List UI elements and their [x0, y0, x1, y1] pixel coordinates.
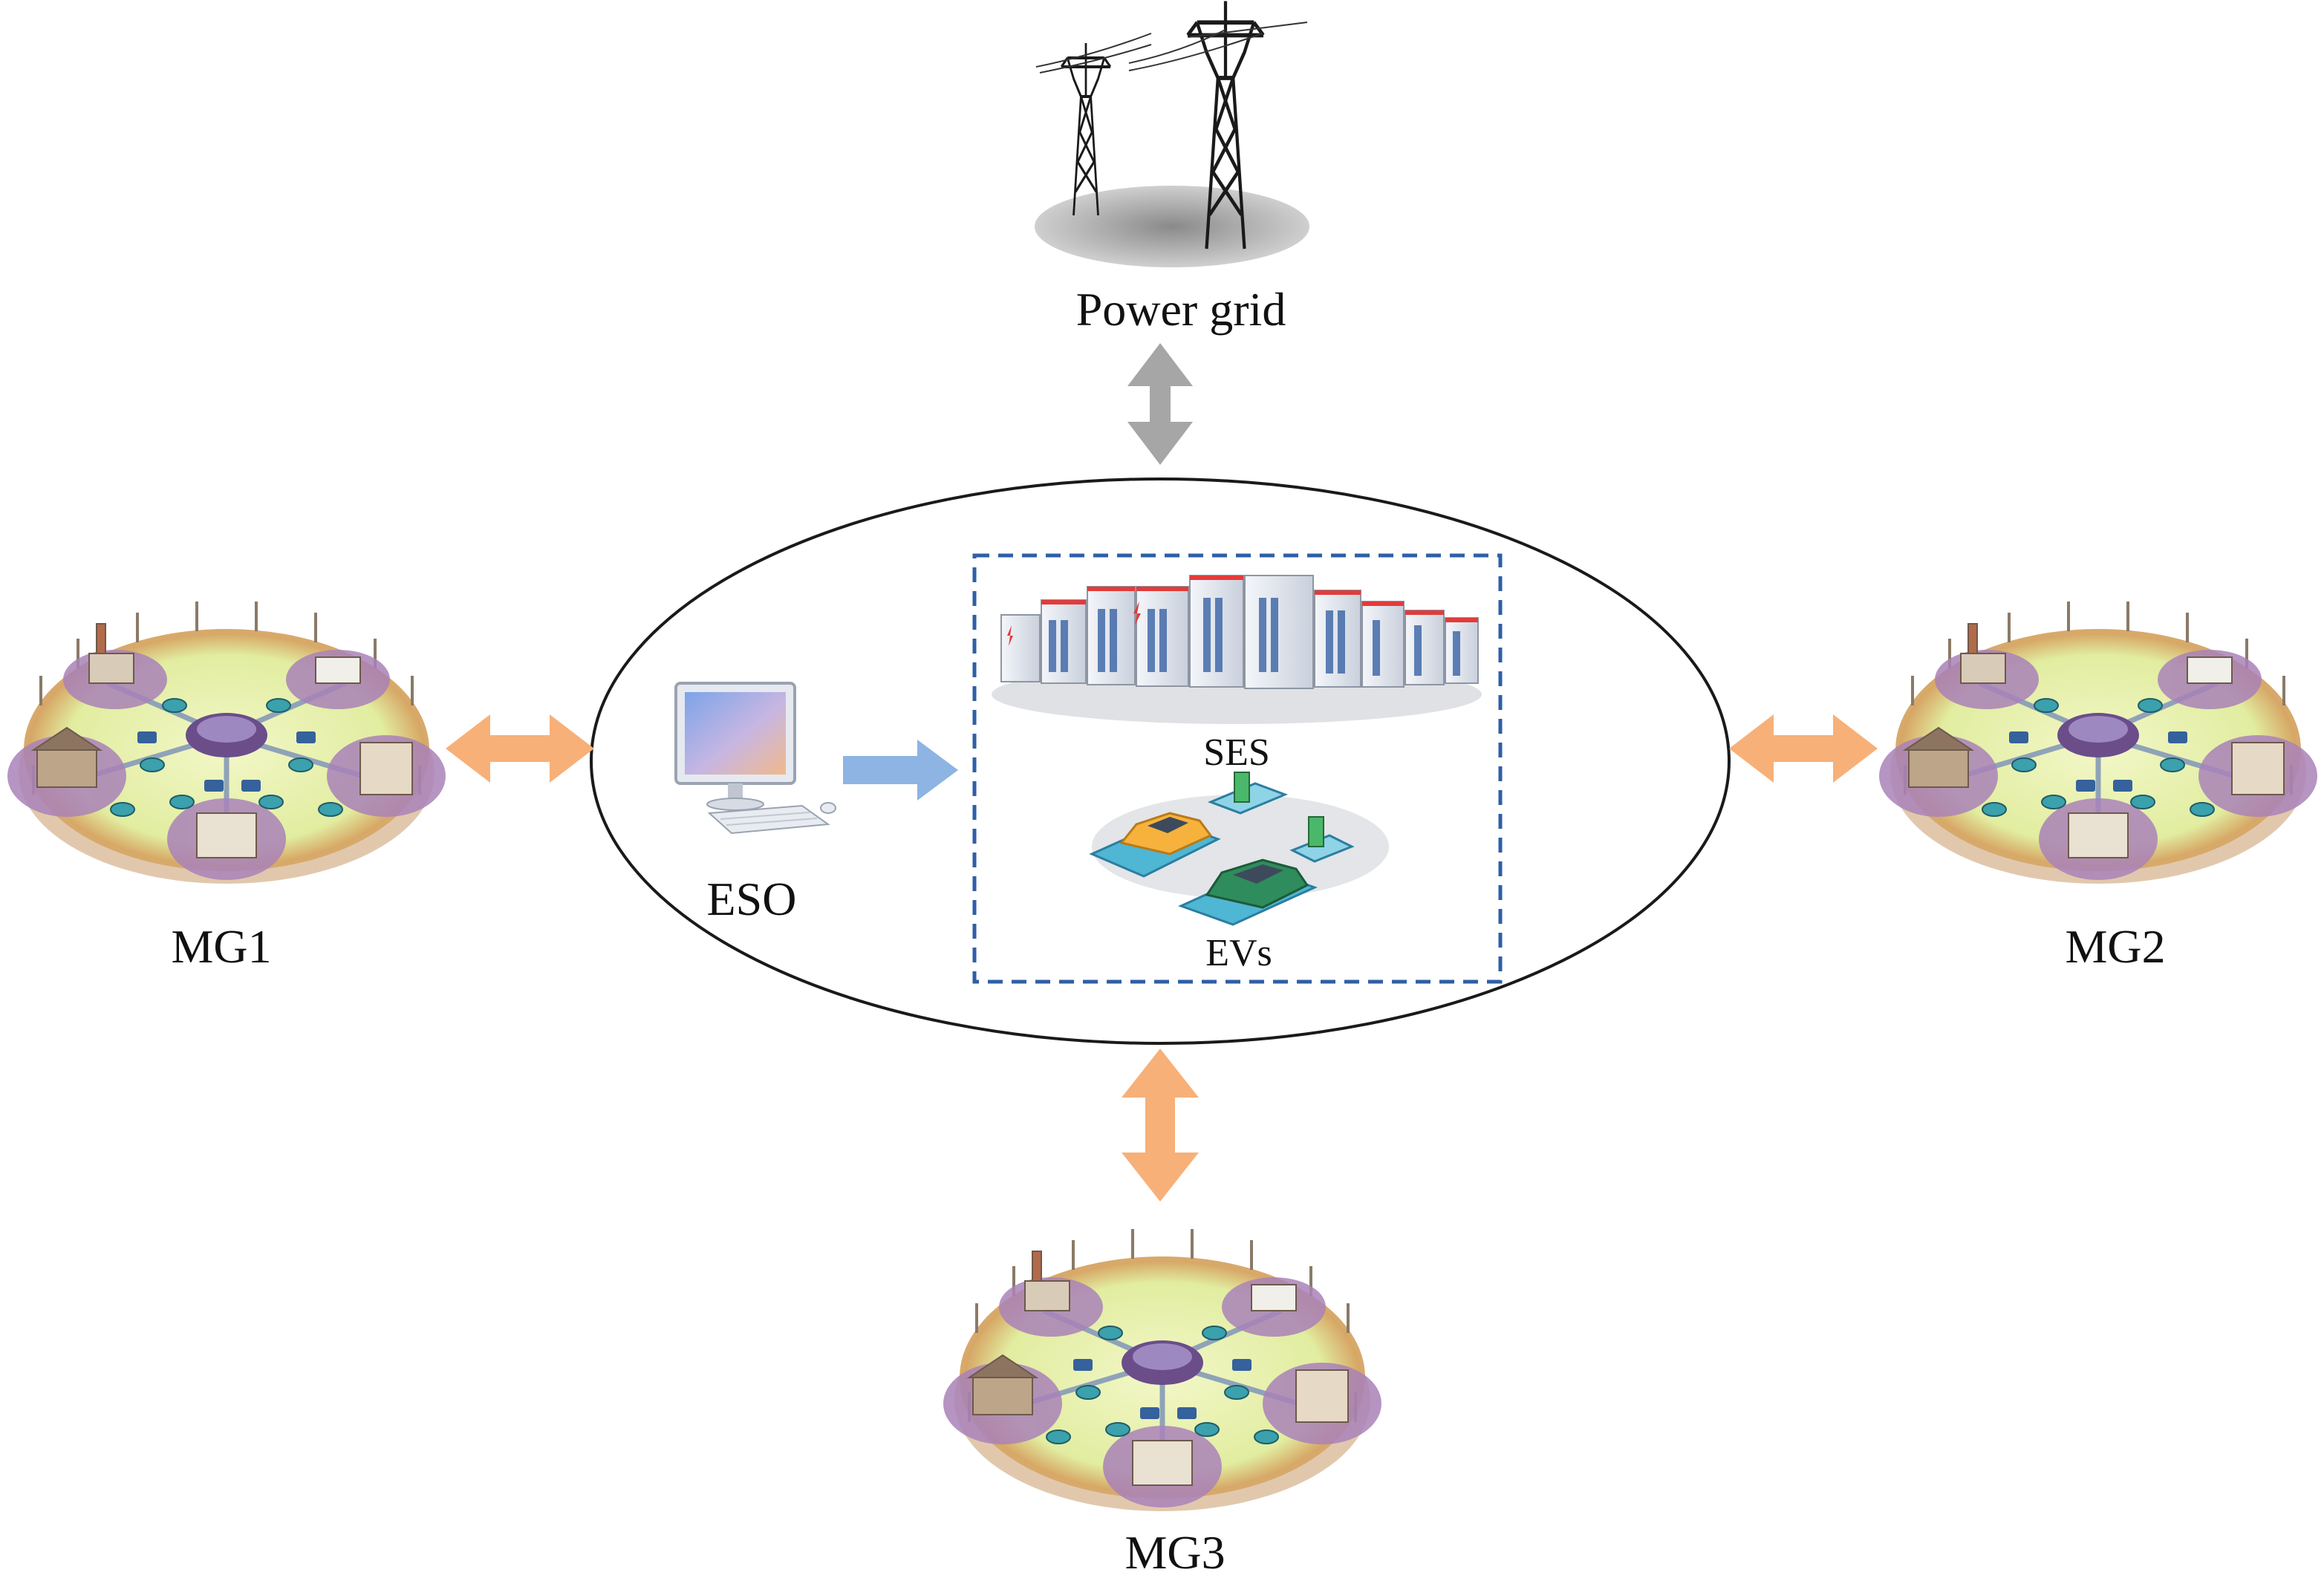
evs-label: EVs: [1205, 932, 1272, 974]
microgrid-2-icon: [1879, 602, 2317, 884]
battery-storage-icon: [992, 575, 1482, 724]
power-grid-label: Power grid: [1076, 283, 1286, 336]
mg2-double-arrow: [1729, 714, 1878, 783]
microgrid-3-icon: [943, 1229, 1381, 1511]
mg3-double-arrow: [1122, 1049, 1199, 1202]
shared-resources-box: [972, 553, 1503, 984]
electric-vehicle-icon: [1089, 772, 1389, 926]
ses-label: SES: [1203, 731, 1270, 774]
power-grid-icon: [1035, 1, 1309, 267]
microgrid-1-icon: [7, 602, 446, 884]
mg1-label: MG1: [171, 920, 271, 973]
computer-icon: [674, 682, 836, 835]
energy-system-boundary: [590, 477, 1731, 1045]
mg1-double-arrow: [446, 714, 594, 783]
eso-dispatch-arrow: [843, 740, 958, 801]
mg2-label: MG2: [2065, 920, 2165, 973]
eso-label: ESO: [707, 873, 797, 925]
mg3-label: MG3: [1124, 1526, 1225, 1577]
grid-double-arrow: [1127, 343, 1193, 465]
